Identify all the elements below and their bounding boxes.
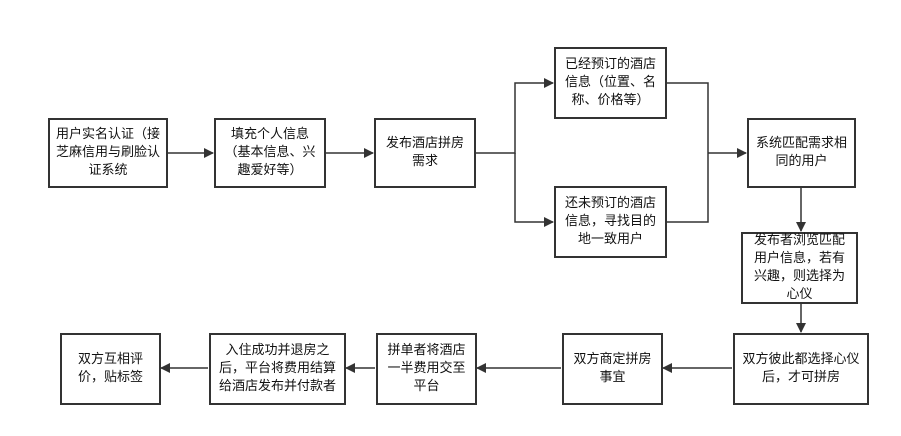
node-mutual-selection: 双方彼此都选择心仪后，才可拼房	[733, 333, 869, 405]
node-browse-matches: 发布者浏览匹配用户信息，若有兴趣，则选择为心仪	[741, 232, 858, 304]
edge-n5-n6	[667, 153, 709, 223]
node-booked-hotel-info: 已经预订的酒店信息（位置、名称、价格等）	[554, 47, 667, 119]
edge-n3-n4	[476, 78, 554, 154]
node-mutual-review: 双方互相评价，贴标签	[60, 333, 161, 405]
node-unbooked-hotel-info: 还未预订的酒店信息，寻找目的地一致用户	[554, 186, 667, 258]
node-negotiate-details: 双方商定拼房事宜	[562, 333, 663, 405]
node-system-matching: 系统匹配需求相同的用户	[747, 118, 856, 188]
edge-n4-n6	[667, 82, 709, 153]
node-settlement: 入住成功并退房之后，平台将费用结算给酒店发布并付款者	[209, 333, 346, 405]
edge-n3-n5	[514, 153, 554, 227]
node-identity-verification: 用户实名认证（接芝麻信用与刷脸认证系统	[48, 118, 168, 188]
node-pay-half-fee: 拼单者将酒店一半费用交至平台	[376, 333, 477, 405]
node-fill-personal-info: 填充个人信息（基本信息、兴趣爱好等）	[214, 118, 326, 188]
node-publish-request: 发布酒店拼房需求	[374, 118, 476, 188]
